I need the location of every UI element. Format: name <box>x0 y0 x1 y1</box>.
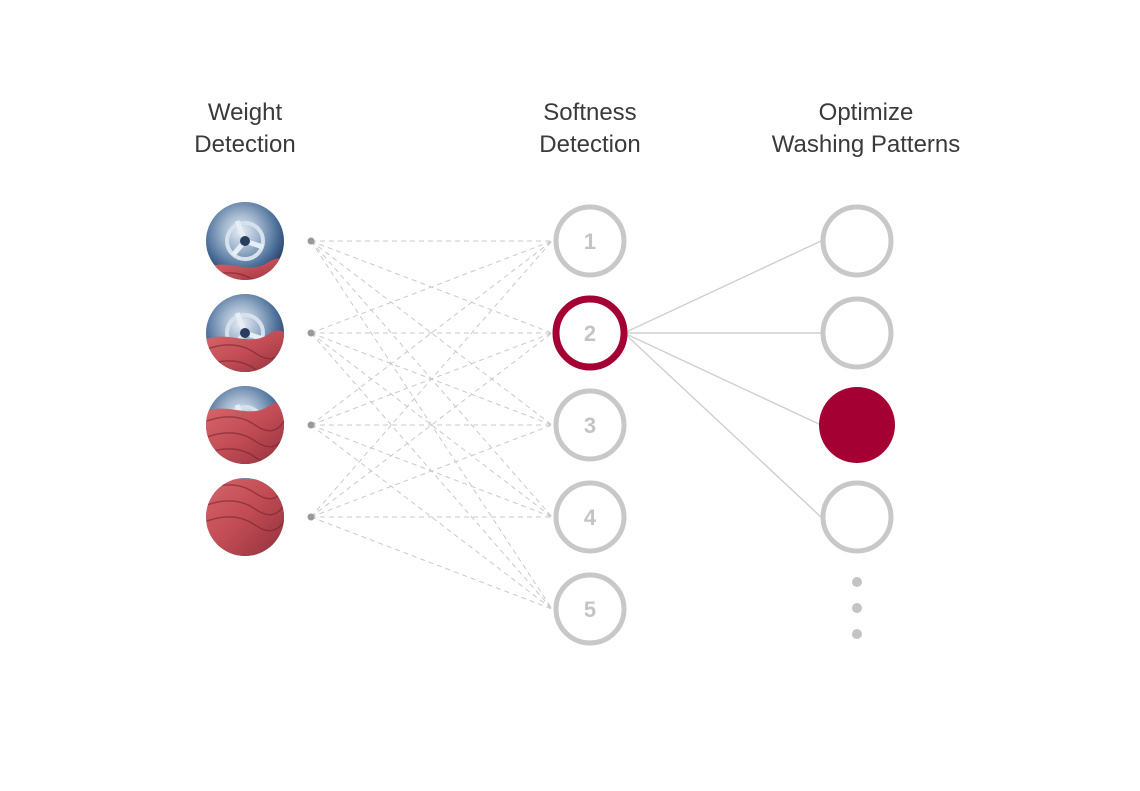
softness-detection-title: Softness Detection <box>539 99 641 158</box>
softness-node-label: 5 <box>584 597 596 622</box>
output-connections <box>623 240 822 518</box>
input-connection-line <box>310 424 553 518</box>
weight-level-image <box>206 202 284 280</box>
softness-node: 4 <box>553 480 627 554</box>
connector-dot <box>307 237 315 245</box>
connector-dot <box>307 513 315 521</box>
softness-node-label: 4 <box>584 505 597 530</box>
softness-node-label: 1 <box>584 229 596 254</box>
input-connection-line <box>310 516 553 610</box>
input-connection-line <box>310 332 553 518</box>
washing-patterns-column <box>819 204 895 554</box>
weight-level-image <box>206 478 284 556</box>
weight-detection-column <box>206 202 315 556</box>
more-patterns-ellipsis <box>852 577 862 639</box>
ellipsis-dot <box>852 629 862 639</box>
pattern-node <box>820 480 894 554</box>
softness-node-label: 2 <box>584 321 596 346</box>
input-connections <box>310 240 553 610</box>
softness-detection-column: 1 2 3 4 5 <box>552 204 628 646</box>
input-connection-line <box>310 424 553 610</box>
input-connection-line <box>310 240 553 334</box>
ellipsis-dot <box>852 577 862 587</box>
pattern-node-selected <box>819 387 895 463</box>
output-connection-line <box>623 332 822 426</box>
connector-dot <box>307 329 315 337</box>
weight-level-image <box>206 294 284 372</box>
input-connection-line <box>310 240 553 518</box>
output-connection-line <box>623 332 822 518</box>
softness-node-selected: 2 <box>552 295 628 371</box>
input-connection-line <box>310 332 553 518</box>
pattern-node <box>820 204 894 278</box>
input-connection-line <box>310 240 553 426</box>
softness-node: 5 <box>553 572 627 646</box>
input-connection-line <box>310 240 553 426</box>
softness-node: 3 <box>553 388 627 462</box>
softness-node: 1 <box>553 204 627 278</box>
softness-node-label: 3 <box>584 413 596 438</box>
weight-level-image <box>206 386 284 464</box>
pattern-node <box>820 296 894 370</box>
output-connection-line <box>623 240 822 334</box>
connector-dot <box>307 421 315 429</box>
weight-detection-title: Weight Detection <box>194 99 296 158</box>
ellipsis-dot <box>852 603 862 613</box>
optimize-washing-patterns-title: Optimize Washing Patterns <box>771 99 961 158</box>
